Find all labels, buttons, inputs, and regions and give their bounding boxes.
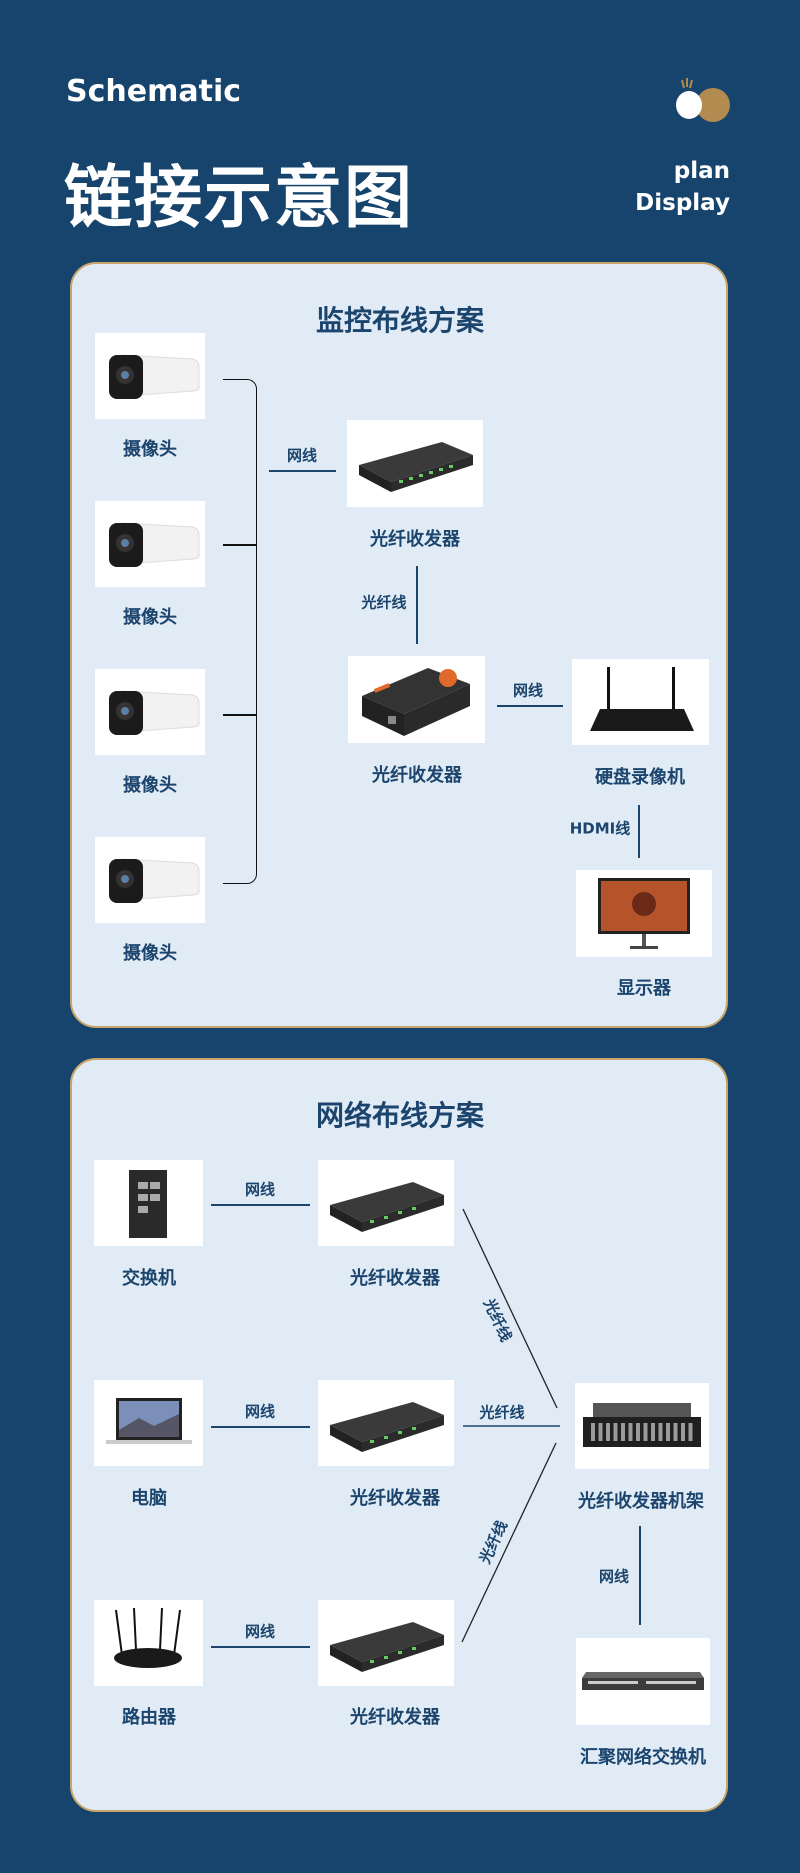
transceiver-1-label: 光纤收发器 — [370, 529, 460, 550]
network-cable-line — [211, 1426, 310, 1428]
camera-label: 摄像头 — [123, 775, 177, 796]
camera-image — [95, 837, 205, 923]
camera-icon — [95, 333, 205, 419]
device-label: 路由器 — [122, 1707, 176, 1728]
rack-cable-line — [639, 1526, 641, 1625]
camera-icon — [95, 837, 205, 923]
camera-image — [95, 501, 205, 587]
page-title: 链接示意图 — [64, 159, 415, 238]
device-label: 交换机 — [122, 1268, 176, 1289]
network-cable-label: 网线 — [244, 1402, 276, 1421]
fiber-label-2: 光纤线 — [479, 1403, 525, 1422]
network-title: 网络布线方案 — [315, 1099, 484, 1132]
router-image — [94, 1600, 203, 1686]
hdmi-cable-label: HDMI线 — [569, 819, 631, 838]
transceiver-2-image — [348, 656, 485, 743]
transceiver-image — [318, 1600, 454, 1686]
network-cable-line — [211, 1204, 310, 1206]
network-cable-line — [269, 470, 336, 472]
transceiver-label: 光纤收发器 — [350, 1268, 440, 1289]
camera-bracket-line — [223, 379, 257, 884]
monitoring-title: 监控布线方案 — [315, 304, 484, 337]
camera-image — [95, 669, 205, 755]
transceiver-1-image: " — [347, 420, 483, 507]
transceiver-label: 光纤收发器 — [350, 1707, 440, 1728]
core-switch-image — [576, 1638, 710, 1725]
display-label: Display — [635, 190, 730, 216]
camera-label: 摄像头 — [123, 439, 177, 460]
camera-label: 摄像头 — [123, 607, 177, 628]
camera-icon — [95, 501, 205, 587]
rack-image — [575, 1383, 709, 1469]
camera-stub-line — [223, 714, 256, 716]
subtitle-en: Schematic — [66, 74, 242, 109]
fiber-cable-label: 光纤线 — [361, 593, 407, 612]
transceiver-image — [318, 1380, 454, 1466]
logo-icon — [672, 78, 732, 126]
rack-label: 光纤收发器机架 — [578, 1491, 704, 1512]
camera-stub-line — [223, 544, 256, 546]
camera-image — [95, 333, 205, 419]
switch-icon — [94, 1160, 203, 1246]
plan-label: plan — [673, 158, 730, 184]
transceiver-2-label: 光纤收发器 — [372, 765, 462, 786]
network-cable-2-label: 网线 — [512, 681, 544, 700]
network-cable-line — [211, 1646, 310, 1648]
switch-image — [94, 1160, 203, 1246]
rack-cable-label: 网线 — [598, 1567, 630, 1586]
router-icon — [94, 1600, 203, 1686]
camera-label: 摄像头 — [123, 943, 177, 964]
network-cable-2-line — [497, 705, 563, 707]
network-cable-label: 网线 — [286, 446, 318, 465]
laptop-icon — [94, 1380, 203, 1466]
display-label: 显示器 — [617, 978, 671, 999]
transceiver-image — [318, 1160, 454, 1246]
fiber-cable-line — [416, 566, 418, 644]
core-switch-label: 汇聚网络交换机 — [580, 1747, 706, 1768]
device-label: 电脑 — [131, 1488, 167, 1509]
laptop-image — [94, 1380, 203, 1466]
nvr-image — [572, 659, 709, 745]
monitor-image — [576, 870, 712, 957]
hdmi-cable-line — [638, 805, 640, 858]
transceiver-label: 光纤收发器 — [350, 1488, 440, 1509]
network-cable-label: 网线 — [244, 1180, 276, 1199]
camera-icon — [95, 669, 205, 755]
network-cable-label: 网线 — [244, 1622, 276, 1641]
nvr-label: 硬盘录像机 — [595, 767, 685, 788]
